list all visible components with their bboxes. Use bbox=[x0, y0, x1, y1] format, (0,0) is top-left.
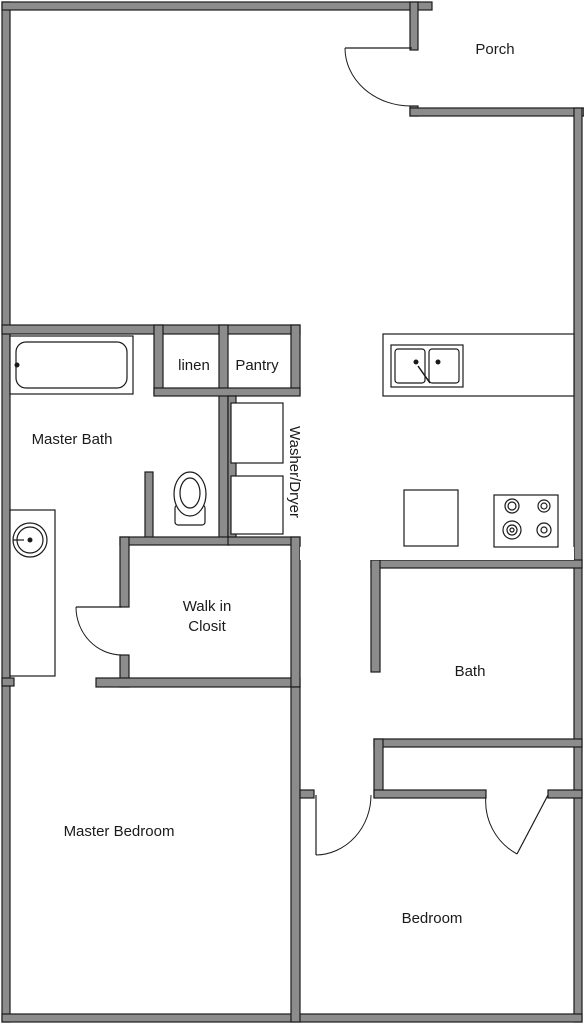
wall-closet2-left bbox=[373, 738, 384, 798]
double-sink-icon bbox=[390, 344, 464, 388]
wall-closet2-bottom-left bbox=[373, 789, 487, 799]
label-walk-in-closet-line2: Closit bbox=[188, 618, 226, 635]
label-bath: Bath bbox=[455, 663, 486, 680]
label-pantry: Pantry bbox=[235, 357, 279, 374]
wall-linen-bottom bbox=[153, 387, 301, 397]
wall-linen-left bbox=[153, 324, 164, 396]
wall-bedroom-divider bbox=[290, 686, 301, 1023]
label-walk-in-closet-line1: Walk in bbox=[183, 598, 232, 615]
closet-door bbox=[75, 606, 123, 656]
wall-bath-left bbox=[370, 559, 381, 673]
doors bbox=[75, 47, 549, 856]
sink-icon bbox=[12, 522, 48, 558]
wall-closet2-top bbox=[373, 738, 583, 748]
wall-bath-bottom bbox=[119, 536, 231, 546]
dishwasher bbox=[403, 489, 459, 547]
wall-closet-bottom bbox=[95, 677, 301, 688]
wall-toilet-stub bbox=[144, 471, 154, 545]
wall-washer-bottom bbox=[227, 536, 301, 546]
wall-bath-top bbox=[1, 324, 301, 335]
wall-porch-bottom bbox=[409, 107, 584, 117]
dryer bbox=[230, 475, 284, 535]
wall-top-exterior bbox=[1, 1, 433, 11]
bedroom-door bbox=[315, 794, 372, 856]
wall-bedroom-door-jamb bbox=[299, 789, 315, 799]
wall-closet2-bottom-right bbox=[547, 789, 583, 799]
label-master-bedroom: Master Bedroom bbox=[64, 823, 175, 840]
stove-icon bbox=[493, 494, 559, 548]
wall-left-exterior bbox=[1, 1, 11, 1023]
bathtub-basin bbox=[15, 341, 128, 389]
washer bbox=[230, 402, 284, 464]
fixtures bbox=[9, 333, 575, 677]
label-washer-dryer: Washer/Dryer bbox=[286, 426, 303, 518]
wall-pantry-right bbox=[290, 324, 301, 396]
label-porch: Porch bbox=[475, 41, 514, 58]
label-bedroom: Bedroom bbox=[402, 910, 463, 927]
wall-linen-right bbox=[218, 324, 229, 544]
label-linen: linen bbox=[178, 357, 210, 374]
kitchen-lower-counter bbox=[300, 547, 574, 560]
toilet-icon bbox=[173, 471, 207, 526]
porch-door bbox=[344, 47, 412, 107]
bedroom-closet-door bbox=[485, 794, 549, 855]
wall-porch-post-upper bbox=[409, 1, 419, 51]
bathtub-faucet-icon bbox=[14, 362, 20, 368]
wall-bath-top-right bbox=[370, 559, 583, 569]
wall-closet-left-upper bbox=[119, 536, 130, 608]
room-labels: Porch linen Pantry Master Bath Washer/Dr… bbox=[32, 41, 515, 927]
wall-hall-left-upper bbox=[290, 536, 301, 688]
label-master-bath: Master Bath bbox=[32, 431, 113, 448]
wall-stub-left bbox=[1, 677, 15, 687]
